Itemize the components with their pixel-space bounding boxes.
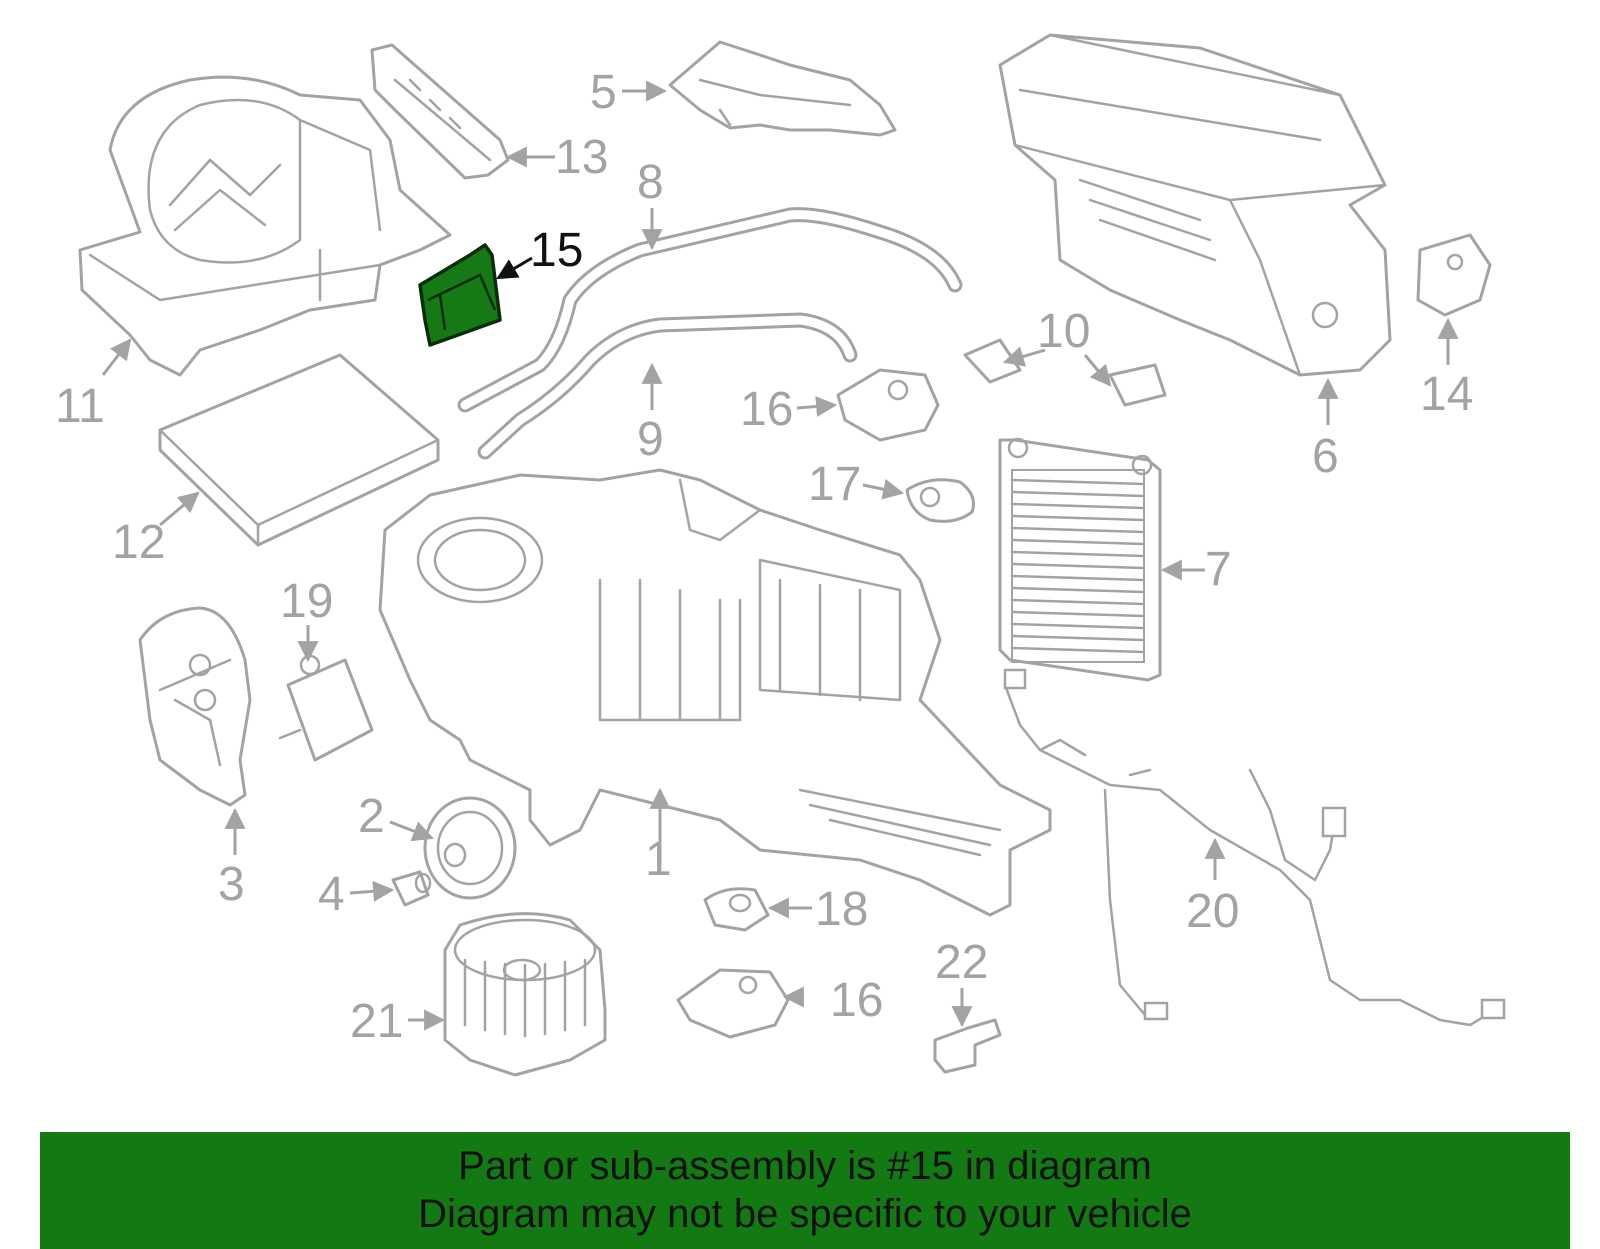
banner-line-part: Part or sub-assembly is #15 in diagram bbox=[458, 1144, 1152, 1188]
part-3-cover[interactable] bbox=[138, 606, 252, 807]
part-7-heater-core[interactable] bbox=[998, 437, 1162, 682]
label-20[interactable]: 20 bbox=[1186, 885, 1239, 938]
part-18-grommet[interactable] bbox=[703, 887, 770, 932]
part-19-resistor[interactable] bbox=[278, 654, 374, 762]
part-12-filter[interactable] bbox=[158, 353, 440, 547]
label-4[interactable]: 4 bbox=[318, 868, 345, 921]
label-16-lower[interactable]: 16 bbox=[830, 974, 883, 1027]
label-14[interactable]: 14 bbox=[1420, 368, 1473, 421]
label-19[interactable]: 19 bbox=[280, 575, 333, 628]
part-13-bracket[interactable] bbox=[370, 43, 510, 180]
label-13[interactable]: 13 bbox=[555, 131, 608, 184]
label-12[interactable]: 12 bbox=[112, 516, 165, 569]
part-6-case[interactable] bbox=[998, 33, 1392, 377]
label-10[interactable]: 10 bbox=[1037, 305, 1090, 358]
label-16-upper[interactable]: 16 bbox=[740, 383, 793, 436]
part-16-actuator-upper[interactable] bbox=[836, 368, 940, 442]
label-15[interactable]: 15 bbox=[530, 224, 583, 277]
part-17-grommet[interactable] bbox=[905, 478, 975, 523]
part-15-highlighted[interactable] bbox=[418, 243, 502, 347]
part-9-tube[interactable] bbox=[477, 312, 858, 460]
part-8-tube[interactable] bbox=[457, 207, 963, 413]
callout-lines bbox=[101, 80, 1459, 1031]
label-9[interactable]: 9 bbox=[637, 413, 664, 466]
part-21-blower[interactable] bbox=[443, 912, 607, 1077]
info-banner: Part or sub-assembly is #15 in diagram D… bbox=[40, 1132, 1570, 1249]
label-3[interactable]: 3 bbox=[218, 858, 245, 911]
label-1[interactable]: 1 bbox=[645, 833, 672, 886]
label-18[interactable]: 18 bbox=[815, 883, 868, 936]
label-17[interactable]: 17 bbox=[808, 458, 861, 511]
part-20-harness[interactable] bbox=[1003, 668, 1506, 1027]
label-22[interactable]: 22 bbox=[935, 936, 988, 989]
banner-line-disclaimer: Diagram may not be specific to your vehi… bbox=[418, 1192, 1192, 1236]
label-11[interactable]: 11 bbox=[55, 380, 105, 433]
label-7[interactable]: 7 bbox=[1205, 543, 1232, 596]
part-4-bushing[interactable] bbox=[391, 870, 432, 907]
label-6[interactable]: 6 bbox=[1312, 430, 1339, 483]
part-5-duct[interactable] bbox=[668, 40, 897, 137]
label-8[interactable]: 8 bbox=[637, 156, 664, 209]
label-2[interactable]: 2 bbox=[358, 790, 385, 843]
label-5[interactable]: 5 bbox=[590, 66, 617, 119]
parts-diagram: 1 2 3 4 5 6 7 8 9 10 11 12 13 14 15 16 1… bbox=[55, 33, 1506, 1077]
part-14-actuator[interactable] bbox=[1416, 233, 1492, 317]
part-16-actuator-lower[interactable] bbox=[676, 968, 790, 1039]
part-1-main-housing[interactable] bbox=[378, 468, 1052, 917]
part-labels: 1 2 3 4 5 6 7 8 9 10 11 12 13 14 15 16 1… bbox=[55, 66, 1473, 1048]
part-2-flange[interactable] bbox=[423, 796, 517, 900]
part-11-housing[interactable] bbox=[78, 75, 452, 377]
label-21[interactable]: 21 bbox=[350, 995, 403, 1048]
part-22-sensor[interactable] bbox=[933, 1018, 1002, 1074]
